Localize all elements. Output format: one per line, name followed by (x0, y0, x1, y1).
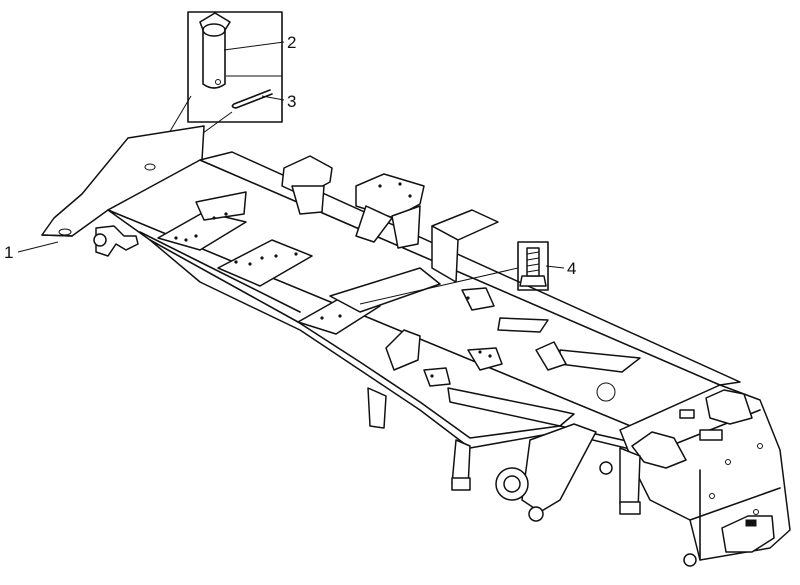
mounting-holes (174, 182, 492, 378)
callout-3-label: 3 (287, 92, 296, 111)
callout-1-label: 1 (4, 243, 13, 262)
detail-inset (149, 11, 283, 171)
callout-1: 1 (4, 241, 59, 262)
callout-3: 3 (261, 92, 296, 111)
callout-4: 4 (545, 259, 576, 278)
callout-4-label: 4 (567, 259, 576, 278)
pin-part (199, 12, 231, 89)
callout-2-label: 2 (287, 33, 296, 52)
chassis-frame (41, 125, 791, 567)
callout-2: 2 (223, 33, 296, 52)
cotter-pin-part (231, 89, 273, 109)
bolt-leader (359, 267, 519, 305)
